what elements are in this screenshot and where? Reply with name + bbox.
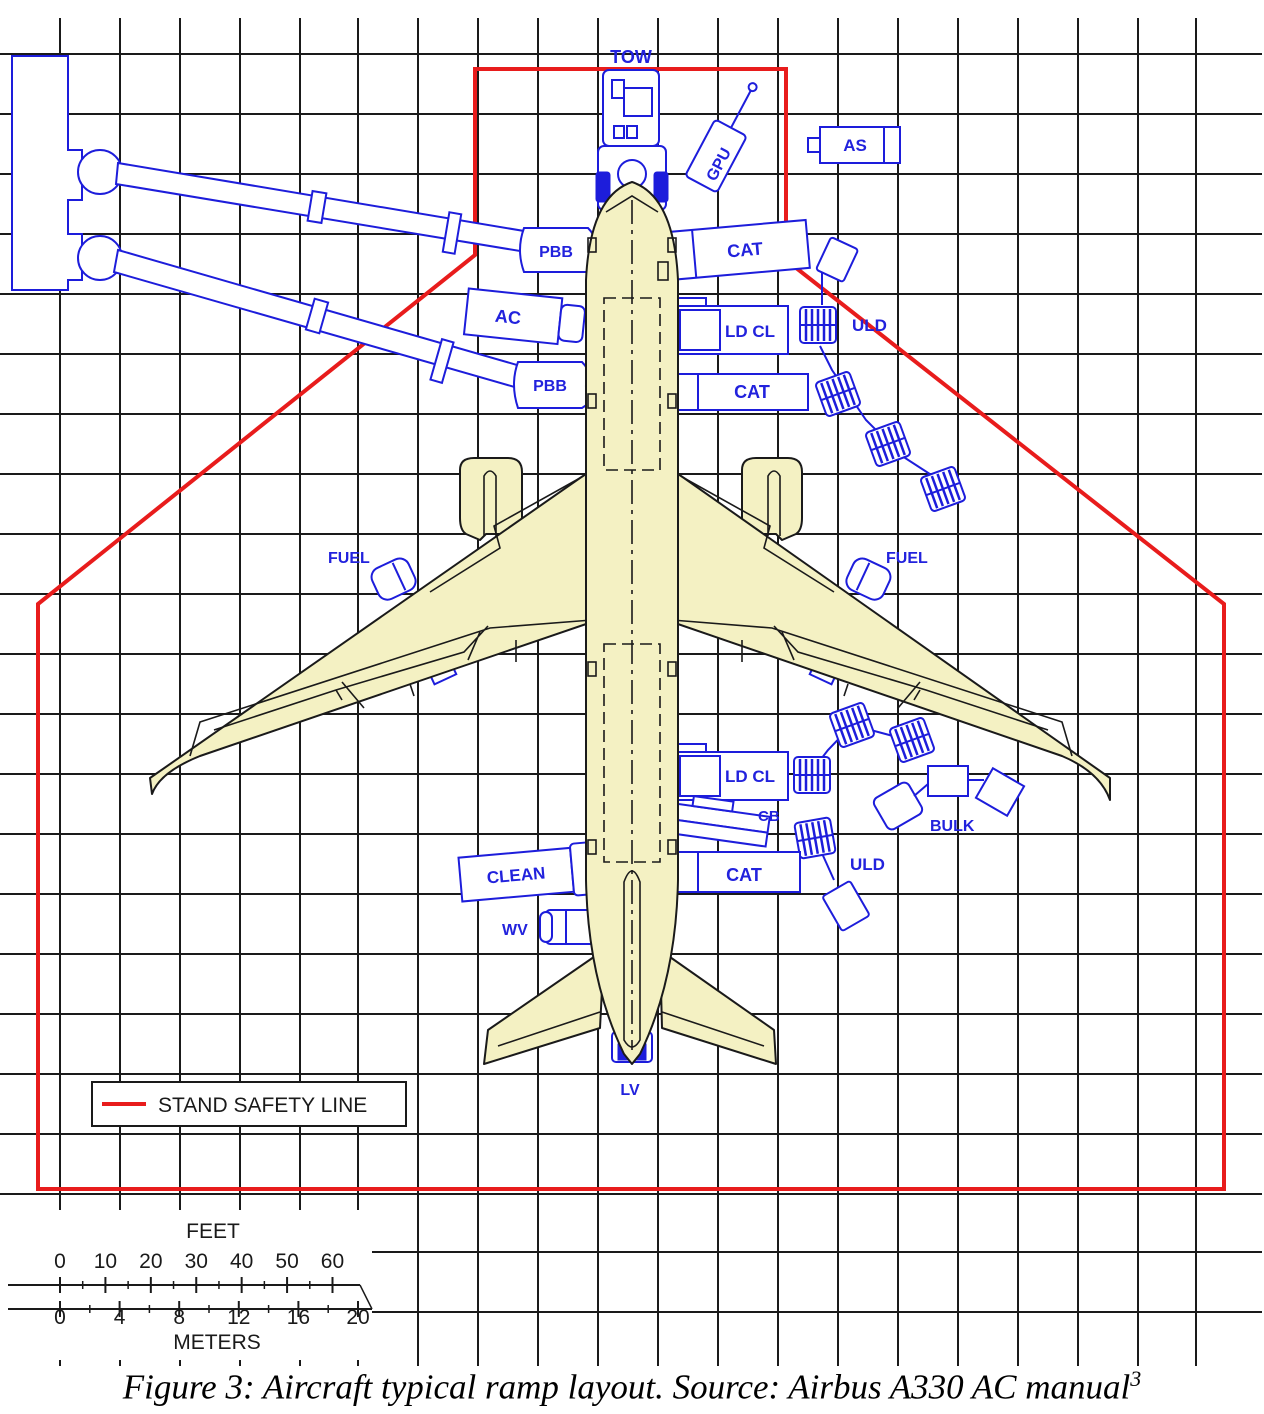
label-ld-cl-fwd: LD CL bbox=[725, 322, 775, 341]
label-uld-fwd: ULD bbox=[852, 316, 887, 335]
bulk-train bbox=[872, 765, 1026, 831]
scale-meter-tick-label: 8 bbox=[173, 1306, 185, 1329]
legend: STAND SAFETY LINE bbox=[91, 1081, 407, 1127]
label-pbb-aft: PBB bbox=[533, 378, 567, 395]
label-lv: LV bbox=[620, 1082, 640, 1099]
label-cat-aft: CAT bbox=[726, 865, 762, 885]
ac-unit bbox=[462, 287, 586, 346]
cat-fwd-2 bbox=[675, 373, 809, 411]
label-wv: WV bbox=[502, 922, 528, 939]
label-tow: TOW bbox=[610, 47, 652, 67]
uld-dolly bbox=[799, 306, 837, 344]
scale-meter-tick-label: 12 bbox=[227, 1306, 250, 1329]
scale-feet-tick-label: 60 bbox=[321, 1250, 344, 1273]
uld-train-fwd bbox=[799, 236, 966, 512]
uld-dolly bbox=[920, 466, 966, 512]
label-pbb-fwd: PBB bbox=[539, 244, 573, 261]
as-unit bbox=[807, 126, 901, 164]
scale-feet-tick-label: 30 bbox=[185, 1250, 208, 1273]
terminal-building bbox=[11, 55, 83, 291]
uld-dolly bbox=[793, 756, 831, 794]
label-bulk: BULK bbox=[930, 818, 975, 835]
ld-cl-aft bbox=[675, 743, 789, 801]
ld-cl-fwd bbox=[675, 297, 789, 355]
caption-text: Figure 3: Aircraft typical ramp layout. … bbox=[122, 1367, 1131, 1407]
fuel-truck-right bbox=[845, 557, 892, 601]
label-cb: CB bbox=[758, 808, 780, 825]
uld-dolly bbox=[889, 717, 935, 763]
uld-dolly bbox=[865, 421, 911, 467]
scale-feet-tick-label: 10 bbox=[94, 1250, 117, 1273]
legend-label: STAND SAFETY LINE bbox=[158, 1094, 367, 1117]
ramp-layout-diagram: TOW GPU AS PBB PBB CAT AC LD CL CAT ULD … bbox=[0, 18, 1262, 1366]
uld-dolly bbox=[793, 816, 837, 860]
gpu-unit bbox=[685, 82, 758, 193]
label-ac: AC bbox=[494, 306, 522, 329]
right-wing bbox=[671, 469, 1111, 801]
label-fuel-left: FUEL bbox=[328, 550, 370, 567]
label-as: AS bbox=[843, 136, 867, 155]
label-fuel-right: FUEL bbox=[886, 550, 928, 567]
figure-caption: Figure 3: Aircraft typical ramp layout. … bbox=[0, 1366, 1264, 1408]
scale-feet-tick-label: 40 bbox=[230, 1250, 253, 1273]
boarding-bridges bbox=[11, 55, 602, 409]
right-stabilizer bbox=[659, 949, 777, 1065]
fuel-truck-left bbox=[370, 557, 417, 601]
cb-unit bbox=[671, 794, 771, 848]
left-wing bbox=[149, 469, 593, 795]
label-uld-aft: ULD bbox=[850, 855, 885, 874]
scale-bar: FEET 0 10 20 30 40 50 60 0 4 8 12 16 20 METERS bbox=[0, 1210, 373, 1360]
label-ld-cl-aft: LD CL bbox=[725, 767, 775, 786]
scale-feet-title: FEET bbox=[186, 1220, 240, 1243]
uld-dolly bbox=[829, 702, 875, 748]
scale-feet-tick-label: 50 bbox=[275, 1250, 298, 1273]
caption-superscript: 3 bbox=[1130, 1366, 1142, 1391]
scale-meter-tick-label: 16 bbox=[287, 1306, 310, 1329]
scale-feet-tick-label: 0 bbox=[54, 1250, 66, 1273]
left-stabilizer bbox=[483, 949, 605, 1065]
uld-train-aft bbox=[793, 702, 935, 932]
label-cat-fwd-2: CAT bbox=[734, 382, 770, 402]
scale-feet-tick-label: 20 bbox=[139, 1250, 162, 1273]
stand-safety-line bbox=[36, 67, 1226, 1191]
scale-meters-title: METERS bbox=[173, 1331, 261, 1354]
cat-aft bbox=[675, 851, 801, 893]
scale-meter-tick-label: 20 bbox=[346, 1306, 369, 1329]
scale-meter-tick-label: 0 bbox=[54, 1306, 66, 1329]
aircraft bbox=[149, 181, 1111, 1065]
scale-meter-tick-label: 4 bbox=[114, 1306, 126, 1329]
uld-dolly bbox=[815, 371, 861, 417]
label-cat-fwd-1: CAT bbox=[726, 238, 763, 261]
